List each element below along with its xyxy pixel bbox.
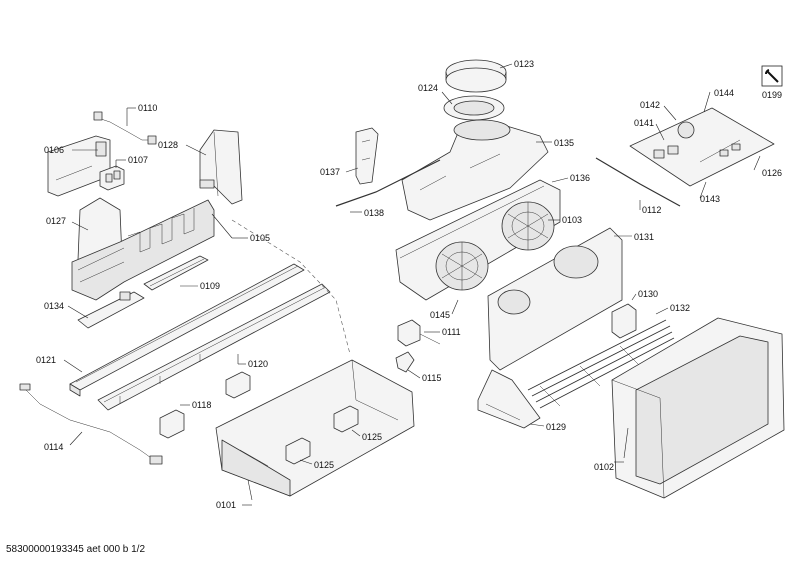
label-0127: 0127 (46, 216, 66, 226)
label-0101: 0101 (216, 500, 236, 510)
label-0109: 0109 (200, 281, 220, 291)
part-0114-cable (19, 383, 163, 465)
document-footer: 58300000193345 aet 000 b 1/2 (6, 544, 146, 555)
part-0118-clip (159, 371, 251, 439)
label-0128: 0128 (158, 140, 178, 150)
part-0143-pcb (629, 107, 775, 187)
label-0137: 0137 (320, 167, 340, 177)
label-0124: 0124 (418, 83, 438, 93)
label-0103: 0103 (562, 215, 582, 225)
label-0136: 0136 (570, 173, 590, 183)
label-0120: 0120 (248, 359, 268, 369)
part-0127-housing (71, 197, 215, 301)
label-0115: 0115 (422, 373, 441, 383)
label-0143: 0143 (700, 194, 720, 204)
label-0132: 0132 (670, 303, 690, 313)
part-0132-grille (527, 319, 675, 409)
label-0138: 0138 (364, 208, 384, 218)
label-0125a: 0125 (314, 460, 334, 470)
label-0125b: 0125 (362, 432, 382, 442)
part-0121-strip (69, 263, 305, 397)
label-0130: 0130 (638, 289, 658, 299)
label-0118: 0118 (192, 400, 211, 410)
label-0142: 0142 (640, 100, 660, 110)
label-0110: 0110 (138, 103, 157, 113)
part-0131-plate (487, 227, 623, 371)
part-0135-housing (401, 119, 549, 221)
label-0106: 0106 (44, 145, 64, 155)
part-0137-bracket (355, 127, 379, 185)
part-0138-rod (335, 159, 441, 207)
part-0120-channel (97, 283, 331, 411)
label-0144: 0144 (714, 88, 734, 98)
label-0114: 0114 (44, 442, 63, 452)
label-0131: 0131 (634, 232, 654, 242)
part-0103-fan-wheel (501, 201, 555, 251)
label-0145: 0145 (430, 310, 450, 320)
part-0125-switch (285, 405, 359, 465)
part-0110-cable (93, 111, 157, 145)
label-0111: 0111 (442, 327, 461, 337)
part-0101-frame (215, 359, 415, 497)
part-0123-ring (445, 59, 507, 93)
part-0124-ring (443, 95, 505, 121)
part-0115-clip (395, 351, 415, 373)
part-0134-rail (77, 291, 145, 329)
label-0135: 0135 (554, 138, 574, 148)
part-0107-connector (99, 165, 125, 191)
label-0105: 0105 (250, 233, 270, 243)
part-0112-rod (595, 157, 681, 207)
label-0129: 0129 (546, 422, 566, 432)
part-0145-fan-wheel (435, 241, 489, 291)
label-0107: 0107 (128, 155, 148, 165)
label-0112: 0112 (642, 205, 661, 215)
part-0102-cover (611, 317, 785, 499)
part-0128-panel (199, 129, 243, 205)
part-0130-bracket (611, 303, 637, 339)
label-0134: 0134 (44, 301, 64, 311)
part-0109-bracket (143, 255, 209, 291)
label-0199: 0199 (762, 90, 782, 100)
label-0123: 0123 (514, 59, 534, 69)
label-0102: 0102 (594, 462, 614, 472)
label-0126: 0126 (762, 168, 782, 178)
part-0111-plug (397, 319, 441, 347)
part-0129-plate (477, 369, 541, 429)
wrench-icon (761, 65, 783, 87)
label-0121: 0121 (36, 355, 56, 365)
label-0141: 0141 (634, 118, 654, 128)
